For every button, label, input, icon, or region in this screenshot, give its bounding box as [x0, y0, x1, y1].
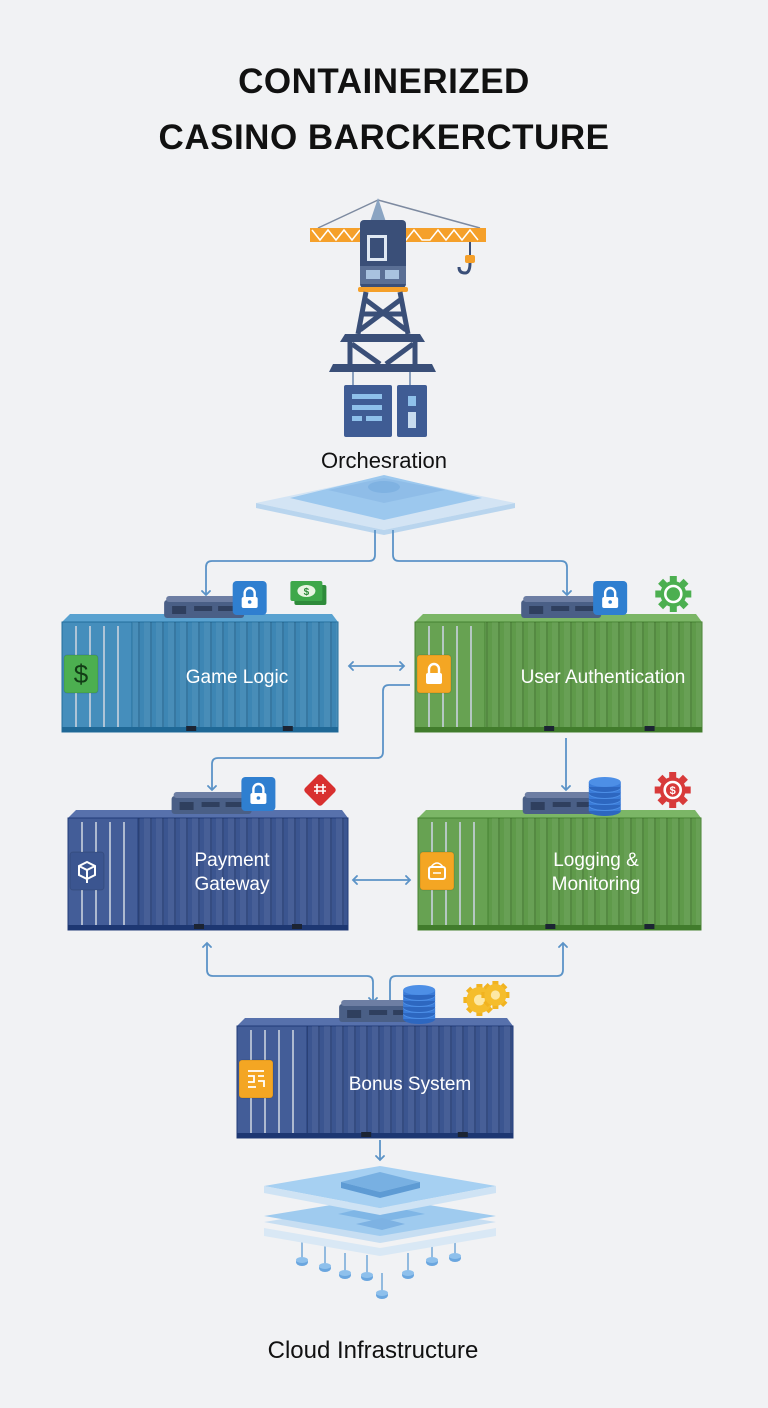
crane-icon	[310, 198, 486, 437]
diagram-title-line-1: CONTAINERIZED	[238, 62, 530, 101]
infrastructure-label: Cloud Infrastructure	[268, 1337, 479, 1364]
bonus-icon	[238, 1059, 274, 1099]
server-unit-icon	[164, 596, 245, 618]
arrow-orchestration-to-game-logic	[201, 530, 376, 597]
database-icon	[588, 777, 621, 816]
network-node-icon	[296, 1240, 308, 1266]
network-node-icon	[402, 1253, 414, 1279]
container-label: Gateway	[195, 874, 270, 895]
gold-gears-icon	[463, 981, 510, 1016]
arrow-bonus-to-logging	[389, 941, 568, 1005]
container-game-logic: $ $ Game Logic	[61, 581, 339, 733]
network-node-icon	[339, 1253, 351, 1279]
svg-text:$: $	[670, 785, 676, 797]
arrow-user-auth-to-payment	[207, 684, 410, 792]
log-icon	[419, 851, 455, 891]
svg-text:$: $	[74, 659, 89, 689]
lock-icon	[416, 654, 452, 694]
container-label: Game Logic	[186, 667, 288, 688]
server-unit-icon	[171, 792, 252, 814]
container-label: Logging &	[553, 850, 639, 871]
lock-icon	[593, 581, 628, 615]
network-node-icon	[426, 1240, 438, 1266]
network-node-icon	[449, 1236, 461, 1262]
package-icon	[69, 851, 105, 891]
container-label: Monitoring	[552, 874, 641, 895]
lock-icon	[232, 581, 267, 615]
network-node-icon	[319, 1246, 331, 1272]
network-node-icon	[361, 1255, 373, 1281]
server-unit-icon	[339, 1000, 420, 1022]
arrow-orchestration-to-user-auth	[392, 530, 572, 597]
cloud-layers-icon	[264, 1166, 496, 1299]
server-unit-icon	[522, 792, 603, 814]
cash-icon: $	[290, 581, 327, 605]
connection-arrows	[201, 530, 572, 1162]
database-icon	[403, 985, 436, 1024]
svg-text:$: $	[304, 587, 310, 598]
orchestration-platform-icon	[256, 475, 515, 535]
refresh-gear-icon	[655, 576, 692, 612]
container-label: Bonus System	[349, 1074, 472, 1095]
server-unit-icon	[521, 596, 602, 618]
casino-chip-icon	[304, 774, 336, 806]
container-label: User Authentication	[521, 667, 686, 688]
dollar-icon: $	[63, 654, 99, 694]
container-bonus-system: Bonus System	[236, 981, 514, 1139]
diagram-title-line-2: CASINO BARCKERCTURE	[158, 118, 610, 157]
network-node-icon	[376, 1273, 388, 1299]
lock-icon	[241, 777, 276, 811]
orchestration-label: Orchesration	[321, 448, 447, 473]
dollar-gear-icon: $	[654, 772, 691, 808]
container-user-authentication: User Authentication	[414, 576, 703, 733]
container-logging-monitoring: $ Logging & Monitoring	[417, 772, 702, 931]
arrow-bonus-to-payment	[202, 941, 378, 1004]
container-label: Payment	[195, 850, 271, 871]
